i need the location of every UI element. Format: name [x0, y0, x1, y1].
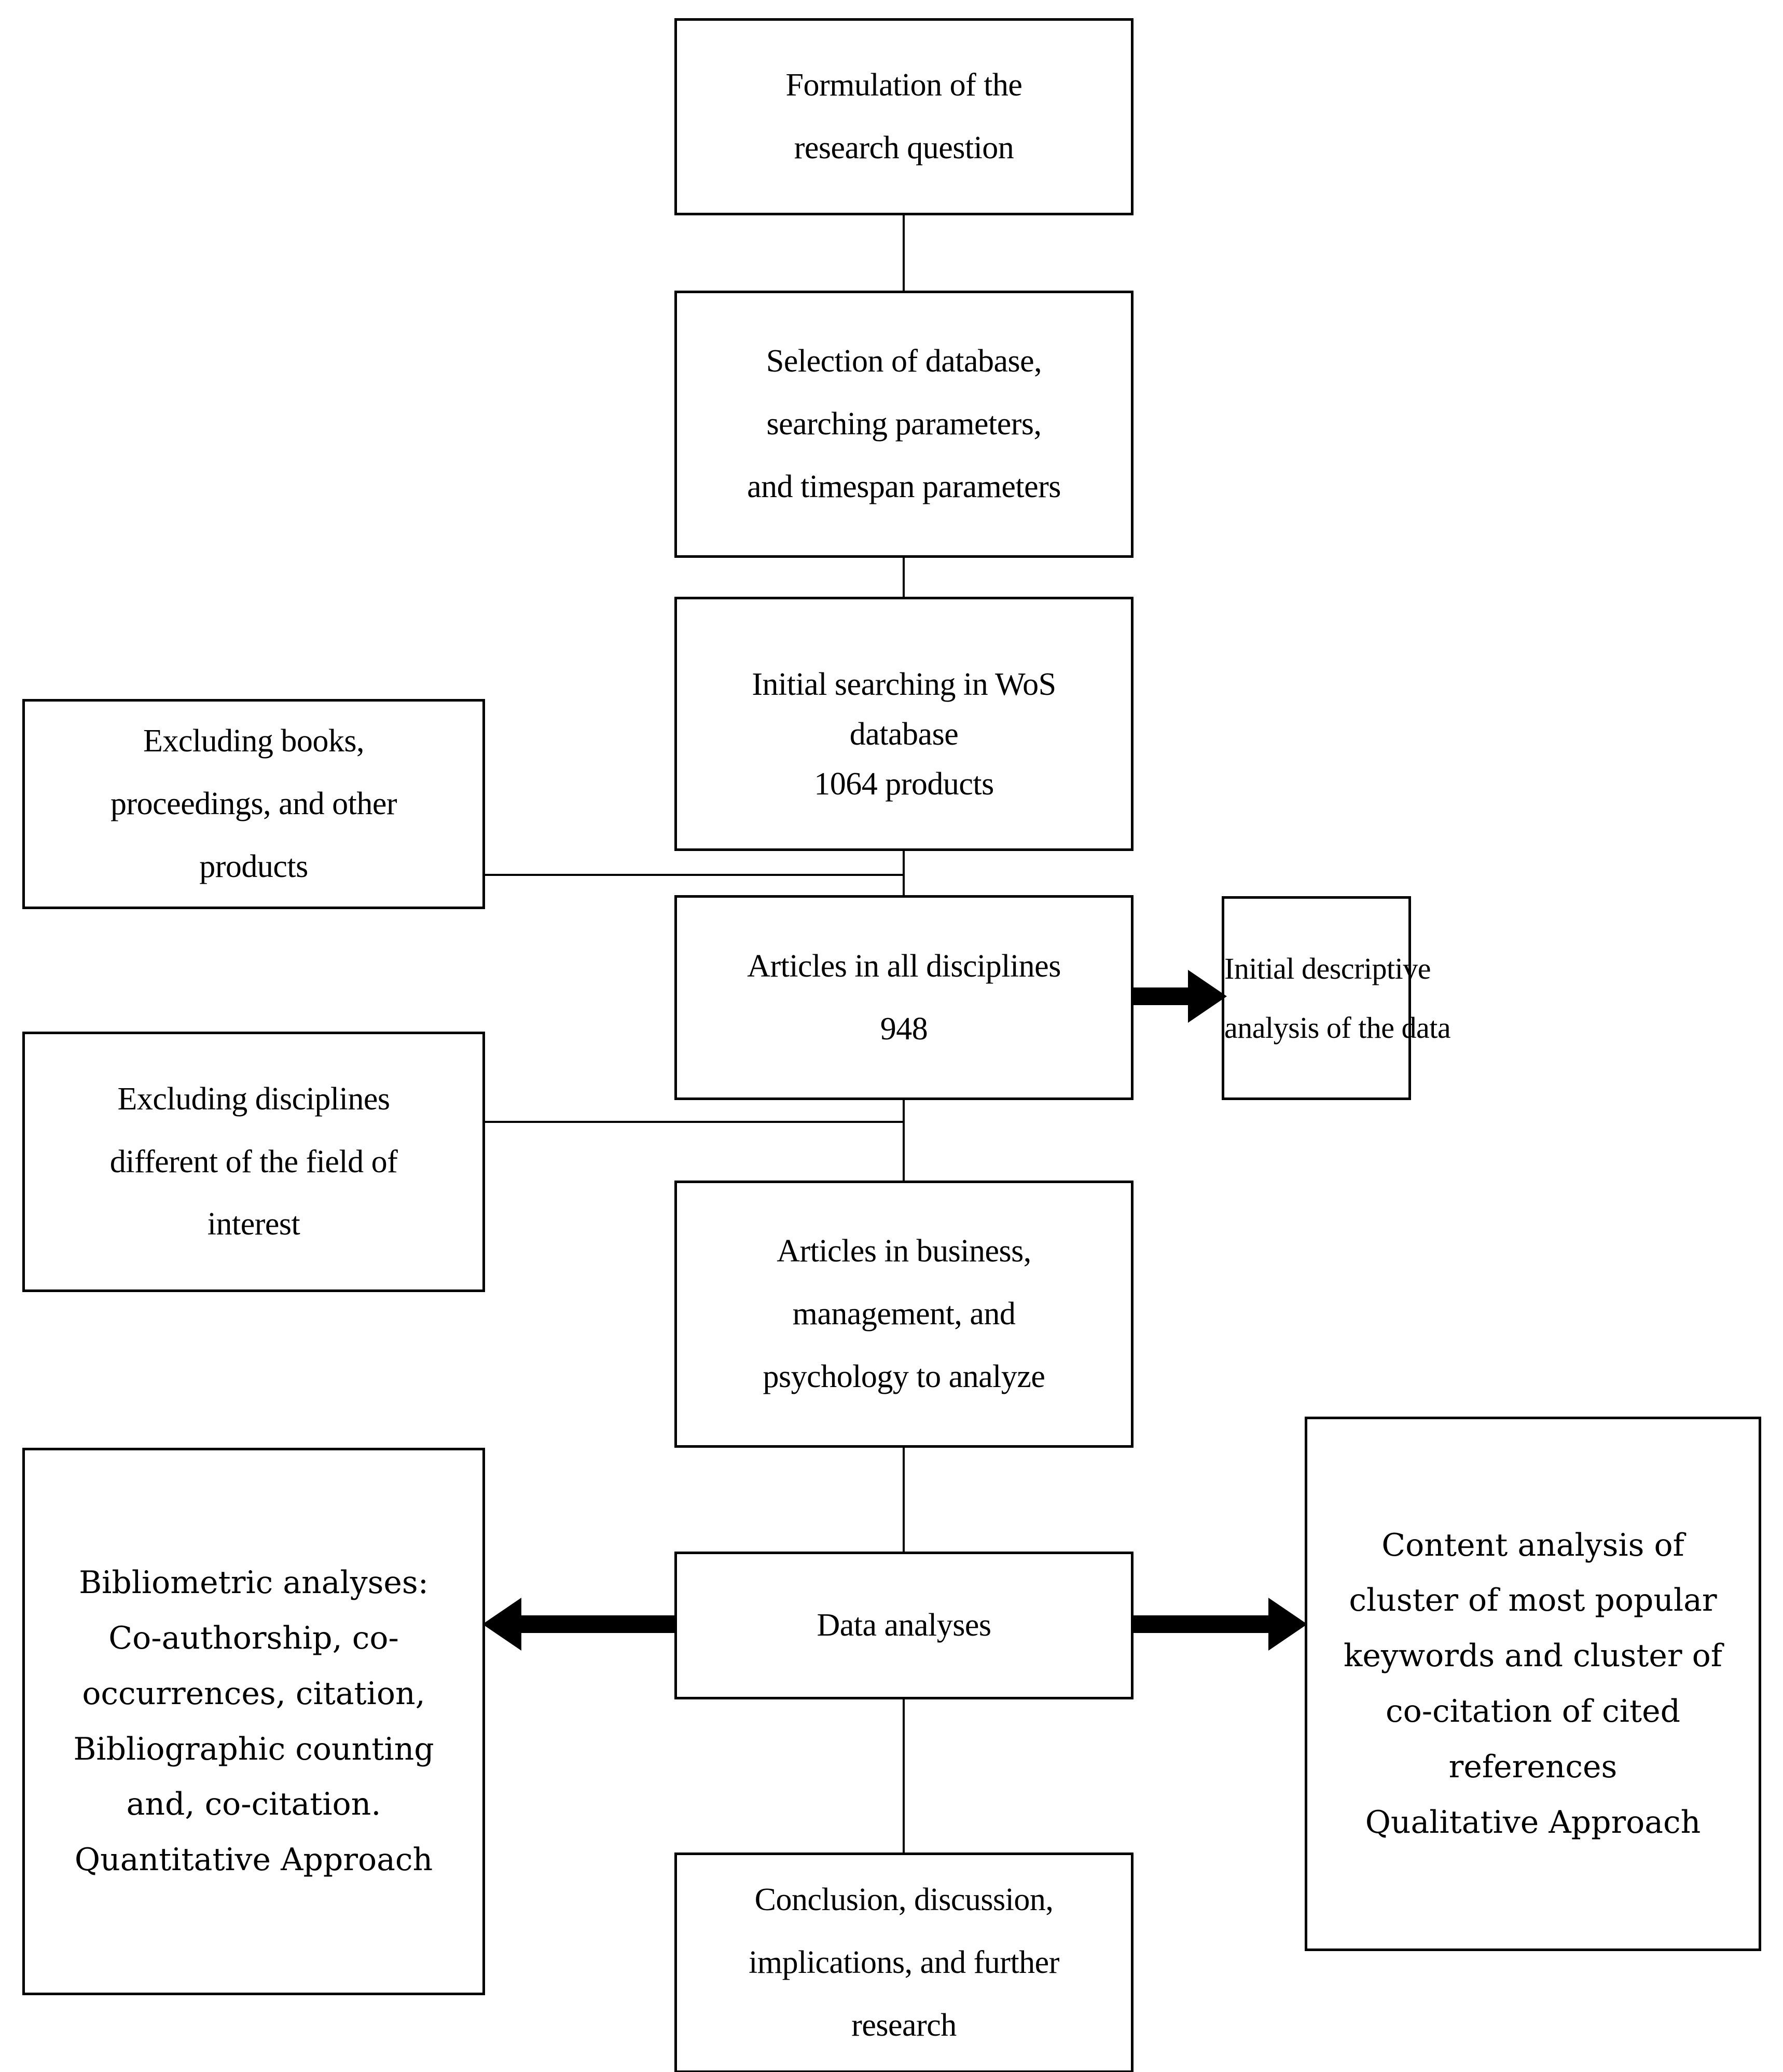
node-line: database: [849, 716, 959, 752]
node-articles-in-all-disciplines[interactable]: Articles in all disciplines 948: [674, 895, 1134, 1100]
node-line: Bibliometric analyses:: [79, 1565, 429, 1601]
node-line: Data analyses: [817, 1608, 991, 1643]
node-line: Selection of database,: [766, 344, 1042, 379]
node-bibliometric-analyses[interactable]: Bibliometric analyses: Co-authorship, co…: [22, 1448, 485, 1995]
connector-excluding-disciplines-to-spine: [484, 1121, 904, 1123]
connector-excluding-books-to-spine: [484, 874, 904, 876]
node-line: research: [851, 2007, 957, 2043]
node-line: and, co-citation.: [126, 1786, 381, 1823]
node-line: products: [199, 848, 308, 884]
arrow-data-analyses-to-content-analysis: [1131, 1590, 1307, 1658]
node-line: and timespan parameters: [747, 469, 1061, 504]
node-selection-of-database[interactable]: Selection of database, searching paramet…: [674, 291, 1134, 558]
node-line: proceedings, and other: [110, 786, 397, 822]
node-line: Co-authorship, co-: [108, 1620, 399, 1656]
arrow-data-analyses-to-bibliometric: [482, 1590, 677, 1658]
node-initial-descriptive-analysis[interactable]: Initial descriptive analysis of the data: [1222, 896, 1451, 1100]
node-line: Excluding disciplines: [117, 1081, 390, 1117]
node-line: Articles in all disciplines: [747, 948, 1061, 984]
node-data-analyses[interactable]: Data analyses: [674, 1552, 1134, 1699]
node-line: Initial searching in WoS: [752, 666, 1056, 702]
node-line: Excluding books,: [143, 723, 364, 759]
node-line: keywords and cluster of: [1343, 1638, 1723, 1675]
node-line: Conclusion, discussion,: [754, 1882, 1054, 1918]
node-line: Initial descriptive: [1224, 952, 1431, 986]
node-line: Qualitative Approach: [1365, 1804, 1701, 1841]
node-formulation-of-research-question[interactable]: Formulation of the research question: [674, 18, 1134, 215]
node-conclusion-discussion-implications[interactable]: Conclusion, discussion, implications, an…: [674, 1853, 1134, 2072]
arrow-articles-all-to-initial-descriptive: [1131, 963, 1227, 1030]
node-line: co-citation of cited: [1385, 1693, 1681, 1730]
node-line: analysis of the data: [1224, 1010, 1451, 1045]
node-content-analysis[interactable]: Content analysis of cluster of most popu…: [1305, 1417, 1761, 1951]
node-excluding-books[interactable]: Excluding books, proceedings, and other …: [22, 699, 485, 909]
node-articles-in-business-management-psychology[interactable]: Articles in business, management, and ps…: [674, 1181, 1134, 1448]
connector-data-analyses-to-conclusion: [903, 1698, 905, 1854]
node-line: implications, and further: [749, 1945, 1059, 1981]
connector-articles-all-to-articles-business: [903, 1099, 905, 1182]
node-line: references: [1448, 1748, 1618, 1785]
node-line: 1064 products: [814, 766, 994, 802]
connector-formulation-to-selection: [903, 214, 905, 292]
node-line: Quantitative Approach: [74, 1842, 433, 1878]
node-line: psychology to analyze: [763, 1359, 1045, 1394]
node-line: cluster of most popular: [1349, 1582, 1717, 1619]
connector-initial-search-to-articles-all: [903, 850, 905, 897]
node-line: management, and: [792, 1296, 1016, 1332]
node-line: searching parameters,: [766, 406, 1042, 442]
node-line: Articles in business,: [777, 1233, 1031, 1269]
node-line: research question: [794, 130, 1014, 166]
node-excluding-disciplines[interactable]: Excluding disciplines different of the f…: [22, 1032, 485, 1292]
node-line: Content analysis of: [1381, 1527, 1684, 1563]
node-line: occurrences, citation,: [82, 1675, 425, 1712]
connector-articles-business-to-data-analyses: [903, 1447, 905, 1553]
node-line: Bibliographic counting: [73, 1731, 434, 1767]
node-line: interest: [207, 1206, 300, 1242]
node-line: 948: [880, 1011, 928, 1047]
connector-selection-to-initial-search: [903, 557, 905, 598]
node-line: different of the field of: [109, 1144, 398, 1179]
node-line: Formulation of the: [785, 67, 1022, 103]
node-initial-searching-wos[interactable]: Initial searching in WoS database 1064 p…: [674, 597, 1134, 851]
